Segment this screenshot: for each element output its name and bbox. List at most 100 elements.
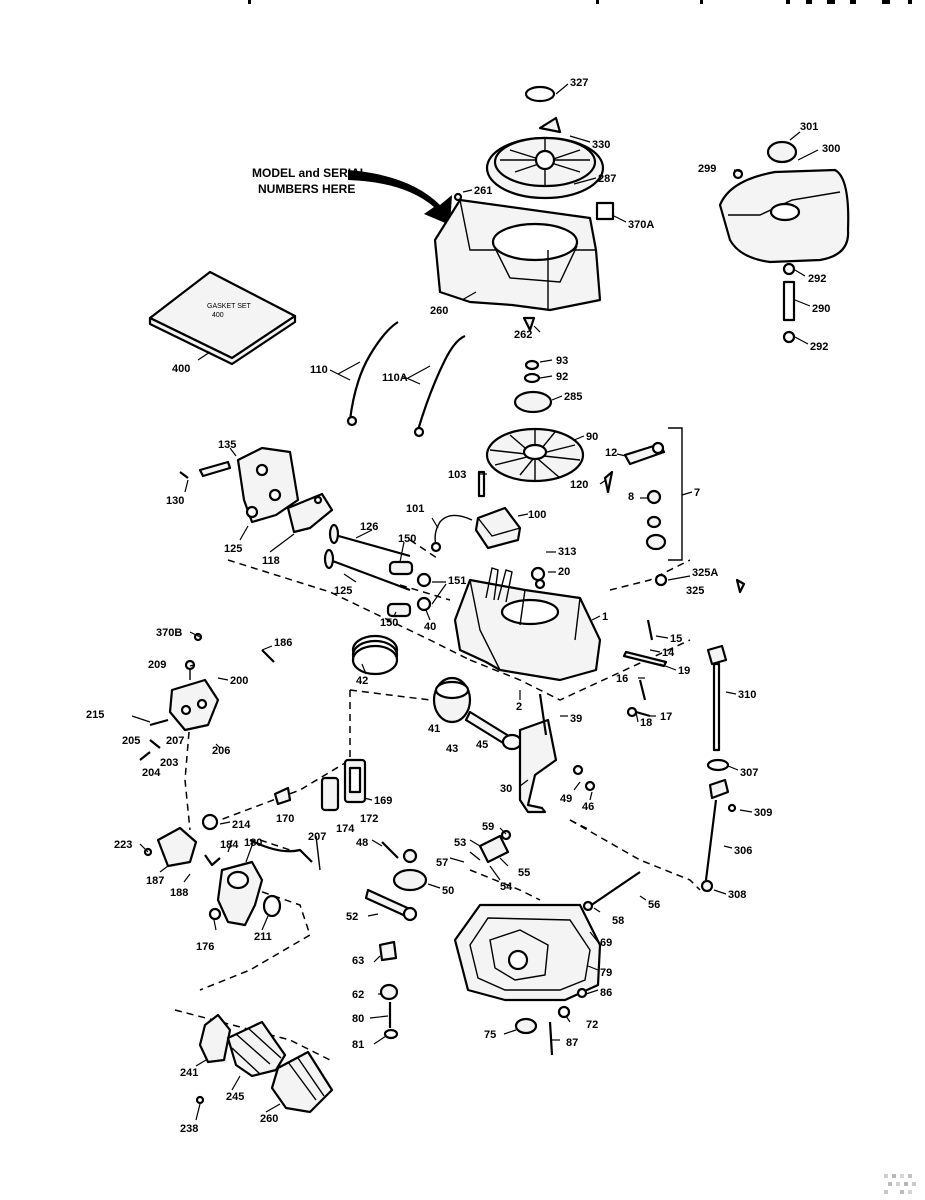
label-46: 46 (582, 801, 594, 813)
label-12: 12 (605, 447, 617, 459)
blower-housing (433, 192, 615, 332)
label-172: 172 (360, 813, 378, 825)
starter-cup-icon (513, 390, 553, 414)
svg-text:GASKET SET: GASKET SET (207, 303, 252, 310)
governor-bracket (179, 446, 334, 534)
label-52: 52 (346, 911, 358, 923)
label-86: 86 (600, 987, 612, 999)
label-126: 126 (360, 521, 378, 533)
label-262: 262 (514, 329, 532, 341)
label-45: 45 (476, 739, 488, 751)
label-203: 203 (160, 757, 178, 769)
label-151: 151 (448, 575, 466, 587)
governor-parts (603, 427, 683, 561)
label-72: 72 (586, 1019, 598, 1031)
fuel-line-icon (782, 280, 796, 322)
label-292: 292 (808, 273, 826, 285)
label-41: 41 (428, 723, 440, 735)
label-169: 169 (374, 795, 392, 807)
clamp-292b-icon (782, 330, 796, 344)
choke-assembly (139, 632, 275, 761)
label-54: 54 (500, 881, 513, 893)
label-42: 42 (356, 675, 368, 687)
part-20-icon (534, 578, 546, 590)
label-300: 300 (822, 143, 840, 155)
valves (323, 523, 432, 618)
label-79: 79 (600, 967, 612, 979)
air-filter (195, 1013, 334, 1114)
label-238: 238 (180, 1123, 198, 1135)
label-150-b: 150 (380, 617, 398, 629)
part-325-icon (654, 573, 668, 587)
label-215: 215 (86, 709, 104, 721)
label-301: 301 (800, 121, 818, 133)
label-69: 69 (600, 937, 612, 949)
svg-text:400: 400 (212, 312, 224, 319)
label-118: 118 (262, 555, 280, 567)
label-53: 53 (454, 837, 466, 849)
label-80: 80 (352, 1013, 364, 1025)
label-370a: 370A (628, 219, 654, 231)
cylinder-block (453, 566, 602, 682)
label-400: 400 (172, 363, 190, 375)
label-285: 285 (564, 391, 582, 403)
part-number-labels: 327 330 287 261 370A 260 262 301 300 299… (86, 77, 840, 1135)
label-57: 57 (436, 857, 448, 869)
label-188: 188 (170, 887, 188, 899)
fuel-cap-icon (766, 140, 798, 164)
label-20: 20 (558, 566, 570, 578)
label-93: 93 (556, 355, 568, 367)
nut-93-icon (524, 359, 540, 371)
starter-handle-icon (538, 116, 562, 134)
label-30: 30 (500, 783, 512, 795)
label-15: 15 (670, 633, 682, 645)
label-306: 306 (734, 845, 752, 857)
label-101: 101 (406, 503, 424, 515)
top-edge-marks (248, 0, 912, 4)
screw-262-icon (522, 316, 536, 332)
label-81: 81 (352, 1039, 364, 1051)
label-187: 187 (146, 875, 164, 887)
label-103: 103 (448, 469, 466, 481)
label-7: 7 (694, 487, 700, 499)
label-186: 186 (274, 637, 292, 649)
label-48: 48 (356, 837, 368, 849)
label-110: 110 (310, 364, 328, 376)
label-292-b: 292 (810, 341, 828, 353)
label-8: 8 (628, 491, 634, 503)
label-39: 39 (570, 713, 582, 725)
label-206: 206 (212, 745, 230, 757)
label-313: 313 (558, 546, 576, 558)
label-245: 245 (226, 1091, 244, 1103)
label-330: 330 (592, 139, 610, 151)
label-135: 135 (218, 439, 236, 451)
model-serial-note: MODEL and SERIAL NUMBERS HERE (252, 166, 452, 225)
label-205: 205 (122, 735, 140, 747)
leader-lines (131, 83, 819, 1121)
label-209: 209 (148, 659, 166, 671)
gasket-set-box: GASKET SET 400 (148, 270, 297, 366)
clamp-292-icon (782, 262, 796, 276)
label-308: 308 (728, 889, 746, 901)
crankcase-sump (453, 903, 602, 1056)
dipstick (700, 644, 737, 893)
label-49: 49 (560, 793, 572, 805)
label-307: 307 (740, 767, 758, 779)
label-241: 241 (180, 1067, 198, 1079)
rope-handle-icon (524, 85, 556, 103)
label-150-a: 150 (398, 533, 416, 545)
label-309: 309 (754, 807, 772, 819)
label-110a: 110A (382, 372, 408, 384)
label-55: 55 (518, 867, 530, 879)
note-arrow-icon (348, 170, 452, 225)
label-325a: 325A (692, 567, 718, 579)
label-184: 184 (220, 839, 239, 851)
flywheel (485, 359, 585, 483)
label-56: 56 (648, 899, 660, 911)
label-43: 43 (446, 743, 458, 755)
label-18: 18 (640, 717, 652, 729)
label-170: 170 (276, 813, 294, 825)
block-hardware (622, 573, 746, 718)
label-223: 223 (114, 839, 132, 851)
